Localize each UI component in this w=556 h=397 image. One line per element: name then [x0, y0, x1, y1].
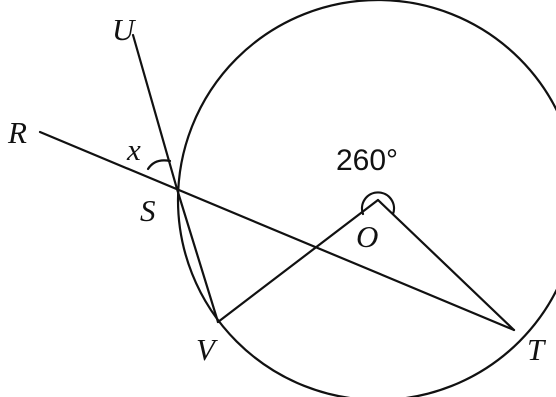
- line-RT: [38, 130, 516, 332]
- radius-OT: [376, 198, 516, 332]
- label-x: x: [126, 132, 141, 167]
- radius-OV: [216, 198, 380, 324]
- label-S: S: [140, 193, 156, 228]
- label-U: U: [112, 12, 137, 47]
- angle-x-arc: [146, 159, 172, 171]
- line-US: [131, 33, 179, 191]
- label-T: T: [527, 332, 547, 367]
- label-V: V: [196, 332, 218, 367]
- chord-SV: [175, 187, 220, 324]
- label-260-degrees: 260°: [336, 144, 398, 177]
- circle-outline: [176, 0, 556, 397]
- label-R: R: [7, 115, 27, 150]
- reflex-angle-arc: [360, 191, 396, 216]
- label-O: O: [356, 219, 378, 254]
